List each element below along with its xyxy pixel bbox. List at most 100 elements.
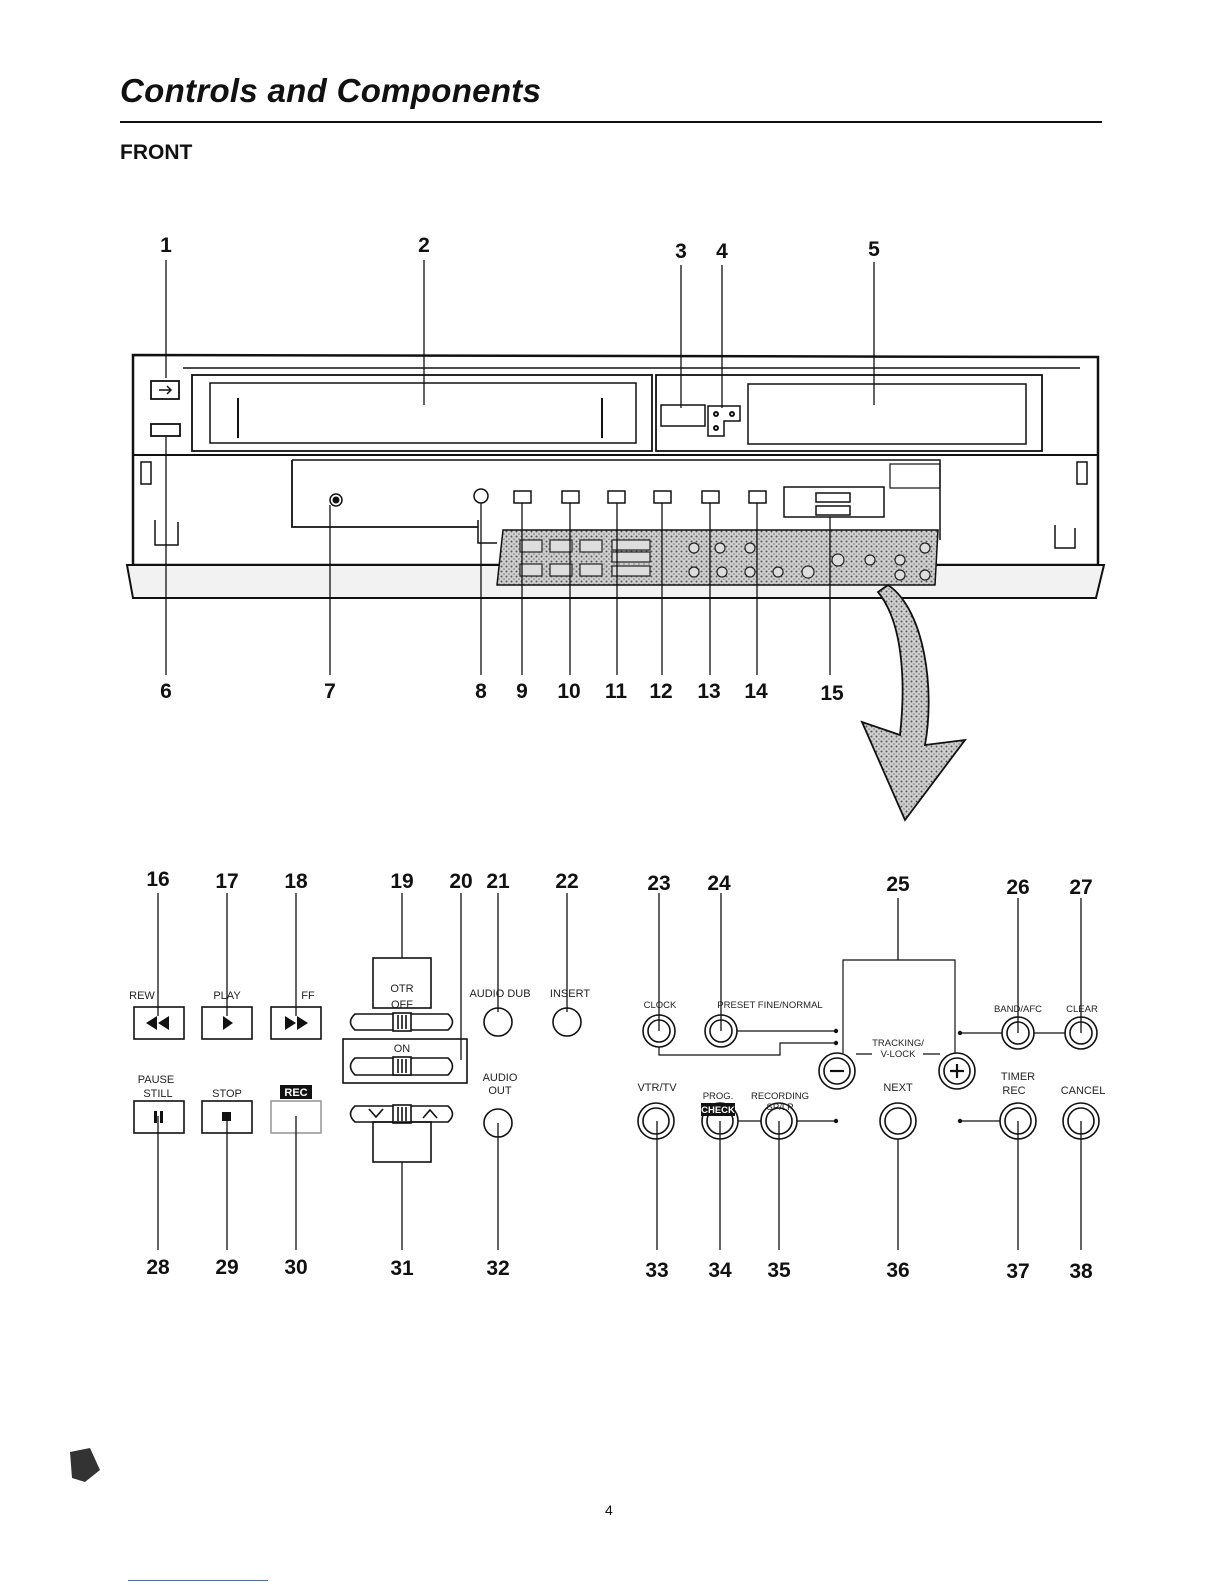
title-rule [120,121,1102,123]
label-ff: FF [301,990,315,1002]
label-vtr-tv: VTR/TV [637,1082,677,1094]
otr-off-slider[interactable] [349,1013,454,1031]
label-still: STILL [143,1088,172,1100]
label-prog: PROG. [703,1091,734,1102]
footer-line [128,1580,268,1581]
label-timer: TIMER [1001,1071,1035,1083]
label-audio-dub: AUDIO DUB [469,988,530,1000]
chevron-up-icon [422,1108,438,1119]
vtr-tv-button[interactable] [637,1102,675,1140]
label-check: CHECK [701,1105,735,1116]
callout-18: 18 [284,870,308,893]
label-pause: PAUSE [138,1074,174,1086]
front-slider-15[interactable] [783,486,885,518]
section-heading: FRONT [120,141,193,164]
scan-smudge [70,1448,100,1482]
callout-6: 6 [160,680,172,703]
callout-19: 19 [390,870,413,893]
front-button-13[interactable] [701,490,720,504]
vcr-front-view [125,353,1106,599]
page-number: 4 [605,1502,613,1518]
page-title: Controls and Components [120,72,542,109]
label-v-lock: V-LOCK [881,1049,917,1060]
plus-icon [950,1064,964,1078]
front-button-12[interactable] [653,490,672,504]
callout-2: 2 [418,234,430,257]
play-icon [223,1016,233,1030]
callout-28: 28 [146,1256,170,1279]
callout-30: 30 [284,1256,307,1279]
callout-25: 25 [886,873,910,896]
label-off: OFF [391,999,413,1011]
eject-button[interactable] [150,423,181,437]
label-audio: AUDIO [483,1072,518,1084]
callout-27: 27 [1069,876,1092,899]
panel-callouts: 16 17 18 19 20 21 22 23 24 25 26 27 28 2… [146,868,1093,1283]
callout-20: 20 [449,870,472,893]
callout-38: 38 [1069,1260,1093,1283]
callout-5: 5 [868,238,880,261]
headphone-jack[interactable] [473,488,489,504]
callout-37: 37 [1006,1260,1029,1283]
callout-26: 26 [1006,876,1029,899]
label-sp-lp: SP/LP [767,1102,794,1113]
callout-7: 7 [324,680,336,703]
front-button-11[interactable] [607,490,626,504]
label-rew: REW [129,990,155,1002]
callout-15: 15 [820,682,844,705]
label-rec: REC [284,1087,307,1099]
callout-10: 10 [557,680,580,703]
label-otr: OTR [390,983,413,995]
callout-9: 9 [516,680,528,703]
tracking-minus-button[interactable] [818,1052,856,1090]
callout-14: 14 [744,680,768,703]
rewind-button[interactable] [133,1006,185,1040]
callout-32: 32 [486,1257,509,1280]
zoom-arrow-icon [860,583,967,822]
callout-16: 16 [146,868,169,891]
callout-1: 1 [160,234,172,257]
label-recording: RECORDING [751,1091,809,1102]
on-slider[interactable] [349,1057,454,1076]
front-button-10[interactable] [561,490,580,504]
control-panel-view [133,957,1100,1163]
label-insert: INSERT [550,988,590,1000]
callout-3: 3 [675,240,687,263]
remote-sensor [660,404,706,427]
panel-leader-lines [157,893,1082,1250]
panel-labels: REW PLAY FF PAUSE STILL STOP REC OTR OFF… [129,983,1105,1116]
tracking-plus-button[interactable] [938,1052,976,1090]
label-clear: CLEAR [1066,1004,1098,1015]
label-cancel: CANCEL [1061,1085,1106,1097]
callout-31: 31 [390,1257,414,1280]
label-tracking: TRACKING/ [872,1038,924,1049]
audio-dub-button[interactable] [483,1007,513,1037]
label-timer-rec: REC [1002,1085,1025,1097]
callout-35: 35 [767,1259,791,1282]
chevron-down-icon [368,1108,384,1119]
fast-forward-icon [285,1016,308,1030]
callout-34: 34 [708,1259,732,1282]
callout-23: 23 [647,872,670,895]
tracking-knob[interactable] [329,493,343,507]
callout-4: 4 [716,240,728,263]
callout-29: 29 [215,1256,238,1279]
label-clock: CLOCK [644,1000,677,1011]
front-button-14[interactable] [748,490,767,504]
callout-11: 11 [605,680,628,703]
pause-icon [154,1111,163,1123]
insert-button[interactable] [552,1007,582,1037]
front-callouts: 1 2 3 4 5 6 7 8 9 10 11 12 13 14 15 [160,234,880,705]
front-leader-lines [165,260,875,675]
callout-8: 8 [475,680,487,703]
label-stop: STOP [212,1088,242,1100]
label-next: NEXT [883,1082,913,1094]
label-preset: PRESET FINE/NORMAL [717,1000,822,1011]
power-button[interactable] [150,380,180,400]
callout-22: 22 [555,870,578,893]
pause-still-button[interactable] [133,1100,185,1134]
front-button-9[interactable] [513,490,532,504]
display-window [747,383,1027,445]
channel-slider[interactable] [349,1105,454,1123]
callout-33: 33 [645,1259,668,1282]
